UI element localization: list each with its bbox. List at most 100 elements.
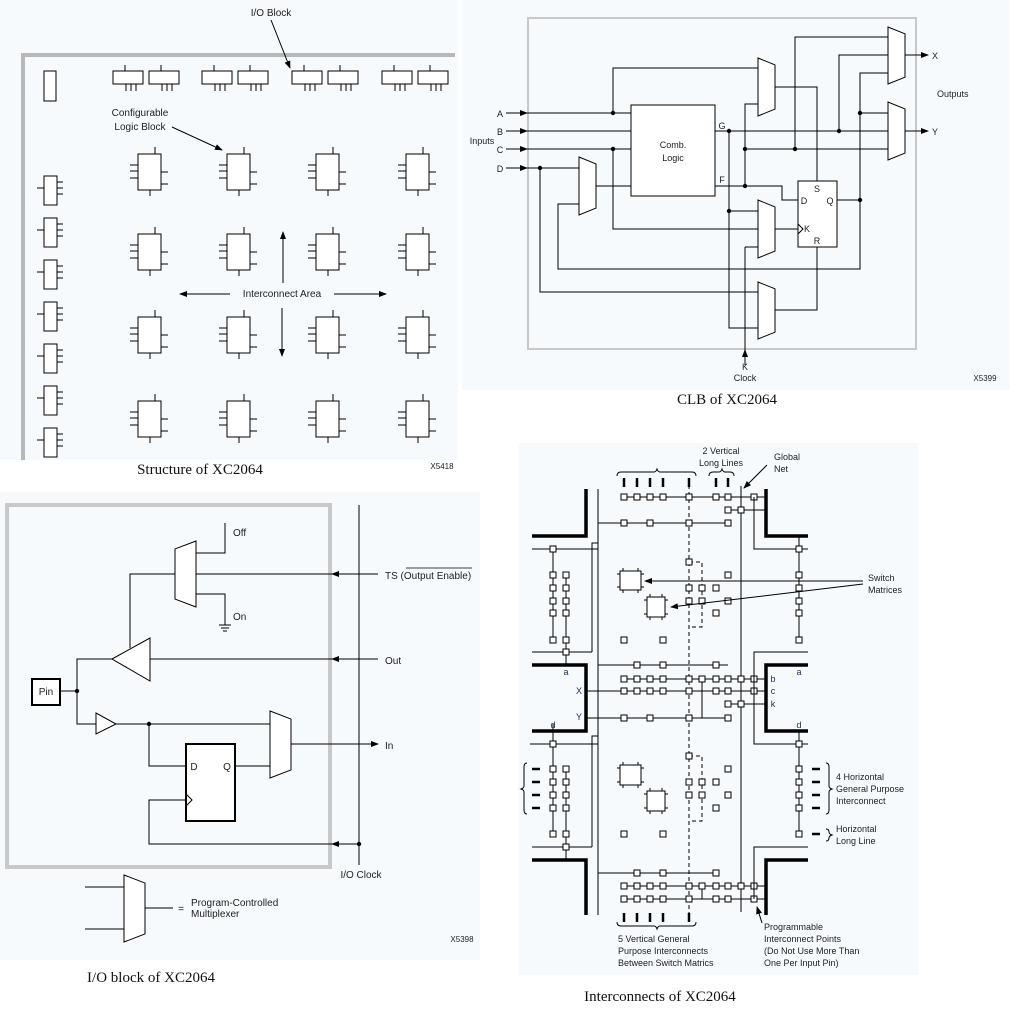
configurable-logic-block <box>219 227 257 276</box>
switch-matrices-label-2: Matrices <box>868 585 903 595</box>
interconnect-point <box>685 687 693 695</box>
io-block-body <box>43 343 58 374</box>
interconnect-point <box>724 791 732 799</box>
interconnect-point <box>620 882 628 890</box>
configurable-logic-block <box>219 147 257 196</box>
io-block-body <box>43 259 58 290</box>
switch-matrix-body <box>619 570 642 591</box>
interconnect-point <box>737 882 745 890</box>
clb-caption: CLB of XC2064 <box>677 392 778 408</box>
f-output-label: F <box>719 175 725 185</box>
interconnect-point <box>795 830 803 838</box>
interconnect-point <box>646 882 654 890</box>
d-to-reset-mux-wire <box>539 168 758 293</box>
interconnect-point <box>795 571 803 579</box>
io-block-top <box>327 65 359 91</box>
interconnect-point <box>712 609 720 617</box>
input-c-label: C <box>497 145 504 155</box>
io-block-left <box>37 301 63 332</box>
horizontal-long-line-label-1: Horizontal <box>836 824 877 834</box>
ts-prefix: TS ( <box>385 571 405 582</box>
interconnect-point <box>549 584 557 592</box>
interconnect-point <box>724 895 732 903</box>
io-figure-code: X5398 <box>450 935 474 944</box>
in-label: In <box>385 741 393 752</box>
interconnect-point <box>795 584 803 592</box>
interconnect-point <box>698 597 706 605</box>
interconnect-point <box>549 609 557 617</box>
interconnect-point <box>659 687 667 695</box>
clock-pin-label: K <box>742 362 748 372</box>
io-block-body <box>43 301 58 332</box>
io-block-body <box>417 70 449 85</box>
ff-s-label: S <box>814 184 820 194</box>
input-a-label: A <box>497 109 503 119</box>
clb-body <box>405 233 430 271</box>
clb-background <box>462 0 1010 390</box>
brace-top-5 <box>616 467 697 477</box>
interconnect-point <box>620 895 628 903</box>
switch-matrix-body <box>646 596 666 618</box>
interconnect-point <box>712 584 720 592</box>
interconnect-point <box>737 700 745 708</box>
interconnect-point <box>620 493 628 501</box>
input-to-ff-wire <box>148 724 186 767</box>
interconnect-point <box>549 545 557 553</box>
clb-body <box>226 233 251 271</box>
interconnect-point <box>562 571 570 579</box>
interconnect-point <box>712 869 720 877</box>
interconnect-point <box>549 765 557 773</box>
c-to-clock-mux-wire <box>612 149 758 230</box>
interconnect-point <box>737 506 745 514</box>
configurable-logic-block <box>308 147 346 196</box>
interconnect-point <box>633 869 641 877</box>
combinational-logic-block <box>630 104 716 197</box>
io-block-body <box>148 70 180 85</box>
interconnect-point <box>646 519 654 527</box>
io-labels: Off On TS (Output Enable) Out In Pin D Q… <box>39 528 474 986</box>
interconnect-point <box>724 571 732 579</box>
interconnect-point <box>685 584 693 592</box>
on-label: On <box>233 612 246 623</box>
interconnect-point <box>685 752 693 760</box>
interconnect-point <box>712 687 720 695</box>
ts-output-enable-label: TS (Output Enable) <box>385 571 471 582</box>
interconnect-point <box>685 791 693 799</box>
structure-caption: Structure of XC2064 <box>137 462 263 478</box>
pin-d-left: d <box>550 720 555 730</box>
pin-k-right: k <box>771 699 776 709</box>
input-d-label: D <box>497 164 504 174</box>
clb-edge <box>532 858 588 915</box>
clb-pointer-arrow <box>171 126 223 151</box>
configurable-logic-block <box>398 227 436 276</box>
interconnect-point <box>712 895 720 903</box>
f-input-multiplexer <box>578 156 597 216</box>
interconnect-point <box>549 597 557 605</box>
interconnect-point <box>549 636 557 644</box>
io-block-body <box>237 70 269 85</box>
interconnect-point <box>562 597 570 605</box>
switch-matrix <box>644 594 668 620</box>
io-block-top <box>291 65 323 91</box>
comb-logic-label-1: Comb. <box>660 140 687 150</box>
interconnect-point <box>620 714 628 722</box>
clb-edge <box>764 858 808 915</box>
ts-suffix: ) <box>468 571 471 582</box>
interconnect-point <box>724 700 732 708</box>
io-block-body <box>43 427 58 458</box>
ff-k-label: K <box>804 224 810 234</box>
interconnect-point <box>685 558 693 566</box>
inputs-label: Inputs <box>470 136 495 146</box>
io-block-left <box>37 385 63 416</box>
io-block-label: I/O Block <box>251 8 293 19</box>
global-net-label-2: Net <box>774 464 789 474</box>
interconnect-point <box>659 675 667 683</box>
interconnect-point <box>795 740 803 748</box>
pin-d-right: d <box>796 720 801 730</box>
interconnect-point <box>549 571 557 579</box>
interconnect-point <box>633 493 641 501</box>
pin-box <box>31 678 61 706</box>
pip-arrow <box>756 906 763 924</box>
interconnect-point <box>659 636 667 644</box>
vertical-gp-label-3: Between Switch Matrics <box>618 958 714 968</box>
